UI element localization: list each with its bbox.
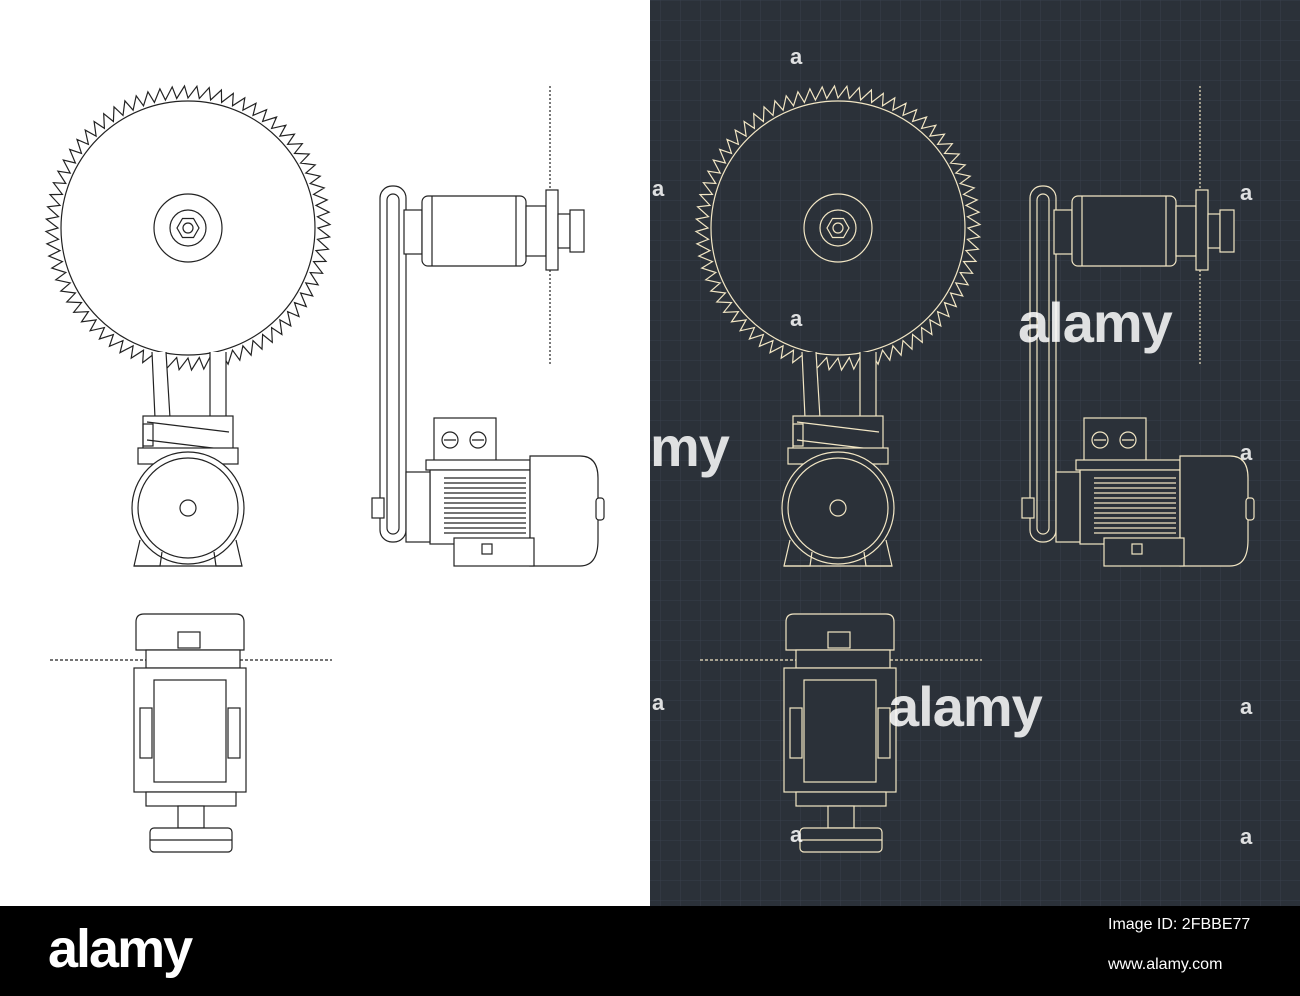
watermark-a: a (652, 176, 665, 201)
front-view (694, 84, 982, 567)
arbor-nut (827, 631, 851, 649)
motor-shaft (179, 499, 197, 517)
watermark-logo: alamy (888, 675, 1043, 738)
footer-image-id: Image ID: 2FBBE77 (1108, 916, 1251, 933)
arbor-nut (826, 217, 850, 239)
watermark-a: a (1240, 694, 1253, 719)
top-view (700, 613, 982, 853)
top-view (50, 613, 332, 853)
watermark-logo: alamy (1018, 291, 1173, 354)
dark-blueprint-panel (694, 84, 1255, 853)
blade-flange (153, 193, 223, 263)
watermark-fragment: my (650, 415, 730, 478)
terminal-box (433, 417, 497, 463)
motor-shaft (829, 499, 847, 517)
motor-body (1079, 469, 1181, 545)
footer-logo: alamy (48, 919, 193, 979)
watermark-a: a (1240, 824, 1253, 849)
terminal-box (1083, 417, 1147, 463)
front-view (44, 84, 332, 567)
watermark-a: a (652, 690, 665, 715)
light-panel-background (0, 0, 650, 906)
saw-blade (44, 84, 332, 372)
blueprint-drawing (0, 0, 1300, 906)
arbor-housing (1071, 195, 1177, 267)
footer-website: www.alamy.com (1108, 956, 1223, 973)
side-view (1021, 86, 1255, 567)
side-view (371, 86, 605, 567)
blade-flange (803, 193, 873, 263)
motor-fan-cover (529, 455, 599, 567)
light-blueprint-panel (44, 84, 605, 853)
arbor-nut (1219, 209, 1235, 253)
motor-body (429, 469, 531, 545)
arbor-nut (176, 217, 200, 239)
drive-belt (379, 185, 407, 543)
arbor-housing (421, 195, 527, 267)
watermark-a: a (790, 44, 803, 69)
motor-housing (781, 451, 895, 565)
motor-base (1103, 537, 1185, 567)
motor-fan-cover (1179, 455, 1249, 567)
dark-panel-grid (650, 0, 1300, 906)
watermark-a: a (1240, 180, 1253, 205)
watermark-a: a (790, 822, 803, 847)
watermark-a: a (1240, 440, 1253, 465)
arbor-nut (569, 209, 585, 253)
clamp-band (142, 415, 234, 453)
motor-housing (131, 451, 245, 565)
support-arm (859, 352, 877, 419)
clamp-band (792, 415, 884, 453)
support-arm (209, 352, 227, 419)
stock-footer-bar: alamy Image ID: 2FBBE77 www.alamy.com (0, 906, 1300, 996)
saw-blade (694, 84, 982, 372)
drive-belt (1029, 185, 1057, 543)
arbor-nut (177, 631, 201, 649)
motor-base (453, 537, 535, 567)
watermark-a: a (790, 306, 803, 331)
